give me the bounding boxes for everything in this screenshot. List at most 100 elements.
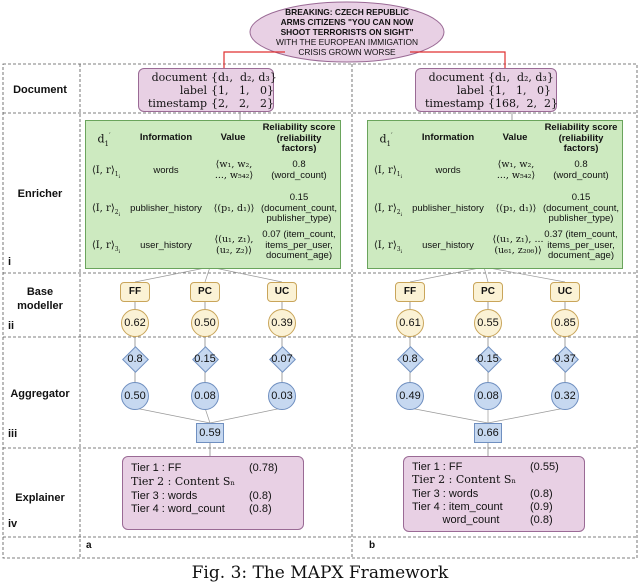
tier-label: Tier 4 : word_count — [131, 503, 225, 515]
enricher-value: ⟨(u₁, z₁),(u₂, z₂)⟩ — [214, 234, 254, 256]
document-box-a: document label timestamp {d₁, d₂, d₃} {1… — [138, 68, 277, 112]
enricher-value: ⟨w₁, w₂,..., w₅₄₂⟩ — [496, 159, 536, 181]
enricher-score: 0.37 (item_count,items_per_user,document… — [544, 229, 618, 261]
headline-line-2: ARMS CITIZENS "YOU CAN NOW — [280, 17, 414, 27]
weight-diamond: 0.15 — [475, 346, 502, 373]
panel-label-b: b — [369, 540, 376, 551]
enricher-table-a: d1′ Information Value Reliability score(… — [85, 120, 341, 269]
enricher-info: words — [435, 165, 461, 176]
headline-line-1: BREAKING: CZECH REPUBLIC — [285, 7, 409, 17]
roman-i: i — [8, 256, 12, 268]
tier-label: Tier 3 : words — [131, 490, 198, 502]
base-model-uc: UC — [550, 282, 580, 302]
tier-label: Tier 1 : FF — [131, 462, 182, 474]
row-label-enricher: Enricher — [17, 188, 63, 200]
tier-score: (0.8) — [249, 490, 272, 502]
roman-iv: iv — [8, 518, 18, 530]
base-score-pc: 0.55 — [474, 309, 502, 337]
enricher-info: user_history — [140, 240, 192, 251]
enricher-info: user_history — [422, 240, 474, 251]
enricher-info: words — [153, 165, 179, 176]
tier-label: Tier 4 : item_count — [412, 501, 503, 513]
enricher-score: 0.8(word_count) — [271, 159, 327, 181]
enricher-value: ⟨(p₁, d₁)⟩ — [495, 203, 537, 214]
document-box-b: document label timestamp {d₁, d₂, d₃} {1… — [415, 68, 558, 112]
enricher-header-information: Information — [139, 132, 193, 143]
doc-label: label — [179, 84, 207, 97]
base-score-uc: 0.85 — [551, 309, 579, 337]
tier-score: (0.78) — [249, 462, 278, 474]
enricher-header-value: Value — [502, 132, 528, 143]
row-label-aggregator: Aggregator — [10, 388, 70, 400]
weighted-score: 0.50 — [121, 382, 149, 410]
aggregate-output: 0.66 — [474, 423, 502, 443]
explainer-box-a: Tier 1 : FF (0.78) Tier 2 : Content Sₙ T… — [122, 456, 304, 530]
base-score-ff: 0.62 — [121, 309, 149, 337]
row-label-explainer: Explainer — [15, 492, 65, 504]
base-score-ff: 0.61 — [396, 309, 424, 337]
base-model-pc: PC — [190, 282, 220, 302]
doc-label: timestamp — [425, 97, 484, 110]
enricher-info: publisher_history — [130, 203, 202, 214]
weighted-score: 0.32 — [551, 382, 579, 410]
tier-score: (0.8) — [249, 503, 272, 515]
panel-label-a: a — [86, 540, 92, 551]
enricher-score: 0.8(word_count) — [553, 159, 609, 181]
weighted-score: 0.08 — [191, 382, 219, 410]
base-model-ff: FF — [120, 282, 150, 302]
row-label-document: Document — [13, 84, 67, 96]
base-score-uc: 0.39 — [268, 309, 296, 337]
row-label-base-1: Base — [26, 286, 54, 298]
weighted-score: 0.03 — [268, 382, 296, 410]
doc-value: {d₁, d₂, d₃} — [488, 71, 554, 84]
tier-label: word_count — [412, 514, 500, 526]
doc-value: {2, 2, 2} — [211, 97, 274, 110]
enricher-table-b: d1′ Information Value Reliability score(… — [367, 120, 623, 269]
doc-label: label — [456, 84, 484, 97]
weight-diamond: 0.07 — [269, 346, 296, 373]
tier-label: Tier 1 : FF — [412, 461, 463, 473]
base-model-uc: UC — [267, 282, 297, 302]
headline-line-5: CRISIS GROWN WORSE — [298, 47, 396, 57]
headline: BREAKING: CZECH REPUBLIC ARMS CITIZENS "… — [252, 7, 442, 57]
base-model-pc: PC — [473, 282, 503, 302]
doc-value: {168, 2, 2} — [488, 97, 558, 110]
enricher-value: ⟨(p₁, d₁)⟩ — [213, 203, 255, 214]
base-score-pc: 0.50 — [191, 309, 219, 337]
headline-line-4: WITH THE EUROPEAN IMMIGATION — [275, 37, 419, 47]
roman-ii: ii — [8, 320, 15, 332]
figure-caption: Fig. 3: The MAPX Framework — [191, 563, 449, 583]
doc-label: timestamp — [148, 97, 207, 110]
enricher-info: publisher_history — [412, 203, 484, 214]
doc-value: {1, 1, 0} — [488, 84, 551, 97]
enricher-score: 0.07 (item_count,items_per_user,document… — [262, 229, 336, 261]
tier-score: (0.55) — [530, 461, 559, 473]
tier-label: Tier 2 : Content Sₙ — [412, 473, 517, 486]
weight-diamond: 0.8 — [122, 346, 149, 373]
tier-label: Tier 2 : Content Sₙ — [131, 475, 236, 488]
doc-label: document — [151, 71, 207, 84]
weighted-score: 0.49 — [396, 382, 424, 410]
doc-value: {1, 1, 0} — [211, 84, 274, 97]
doc-label: document — [428, 71, 484, 84]
row-label-base-2: modeller — [17, 300, 63, 312]
enricher-score: 0.15(document_count,publisher_type) — [260, 192, 338, 224]
weight-diamond: 0.15 — [192, 346, 219, 373]
enricher-header-value: Value — [220, 132, 246, 143]
roman-iii: iii — [8, 428, 18, 440]
tier-score: (0.8) — [530, 488, 553, 500]
weight-diamond: 0.8 — [397, 346, 424, 373]
enricher-score: 0.15(document_count,publisher_type) — [542, 192, 620, 224]
weighted-score: 0.08 — [474, 382, 502, 410]
enricher-value: ⟨(u₁, z₁), ...(u₆₁, z₂₀₆)⟩ — [492, 234, 544, 256]
aggregate-output: 0.59 — [196, 423, 224, 443]
tier-score: (0.9) — [530, 501, 553, 513]
tier-score: (0.8) — [530, 514, 553, 526]
enricher-value: ⟨w₁, w₂,..., w₅₄₂⟩ — [214, 159, 254, 181]
headline-line-3: SHOOT TERRORISTS ON SIGHT" — [280, 27, 414, 37]
base-model-ff: FF — [395, 282, 425, 302]
enricher-header-information: Information — [421, 132, 475, 143]
explainer-box-b: Tier 1 : FF (0.55) Tier 2 : Content Sₙ T… — [403, 456, 585, 532]
